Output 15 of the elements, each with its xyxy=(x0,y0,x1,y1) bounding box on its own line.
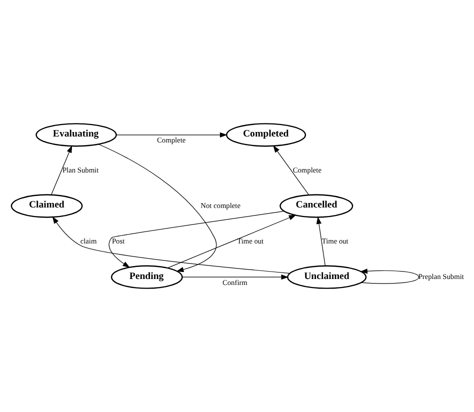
arrow xyxy=(316,216,325,266)
node-ellipse: Completed xyxy=(225,123,306,147)
arrow xyxy=(272,145,309,196)
node-ellipse: Claimed xyxy=(10,194,82,218)
node-ellipse: Pending xyxy=(110,265,182,289)
arrow xyxy=(360,268,419,284)
arrow xyxy=(50,145,72,196)
arrow xyxy=(98,144,216,272)
arrow xyxy=(52,216,290,274)
arrow xyxy=(115,132,227,138)
node-ellipse: Evaluating xyxy=(35,123,116,147)
arrow xyxy=(181,274,288,280)
node-ellipse: Cancelled xyxy=(279,194,353,218)
arrow xyxy=(108,210,284,268)
arrow xyxy=(166,214,296,268)
